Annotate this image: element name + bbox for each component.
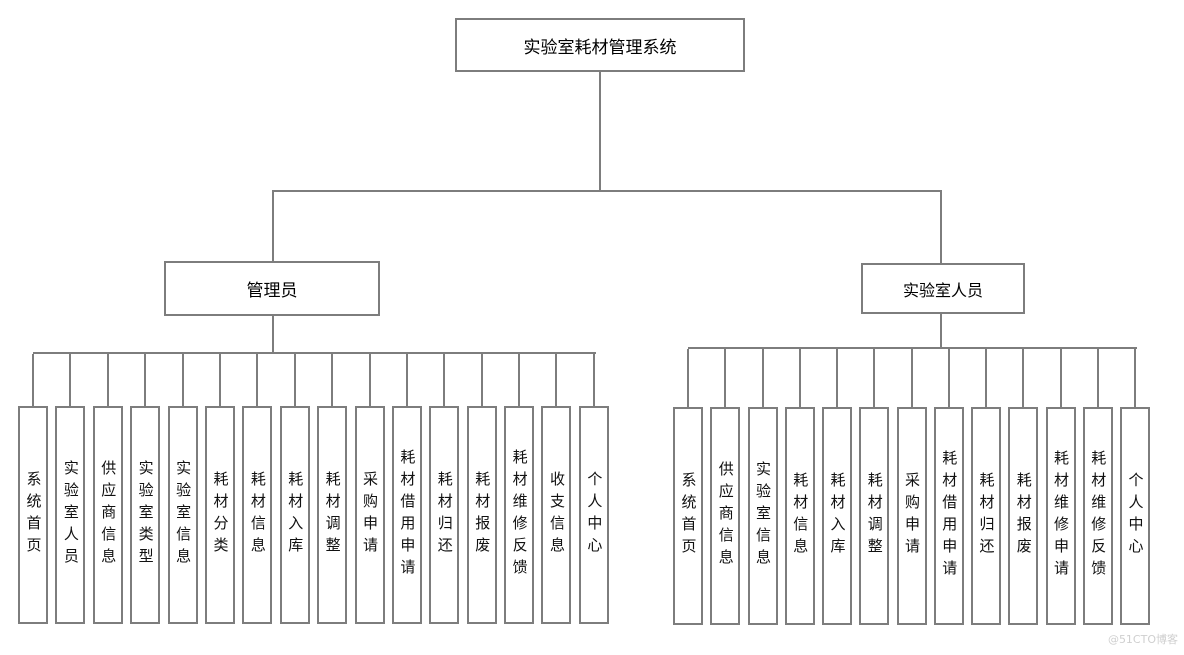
node-admin: 管理员 <box>164 261 380 316</box>
node-staff-consumable-info: 耗材信息 <box>784 349 815 625</box>
connector-admin-drop <box>272 190 274 261</box>
node-staff-personal-center: 个人中心 <box>1120 349 1150 625</box>
connector-staff-drop <box>940 190 942 263</box>
node-admin-consumable-borrow-request: 耗材借用申请 <box>391 354 422 624</box>
connector-staff-trunk <box>940 314 942 349</box>
node-admin-lab-info: 实验室信息 <box>167 354 198 624</box>
node-staff-consumable-scrap: 耗材报废 <box>1008 349 1039 625</box>
node-staff-consumable-borrow-request: 耗材借用申请 <box>933 349 964 625</box>
node-admin-consumable-scrap: 耗材报废 <box>466 354 497 624</box>
connector-admin-bus <box>33 352 596 354</box>
node-root: 实验室耗材管理系统 <box>455 18 745 72</box>
node-lab-staff: 实验室人员 <box>861 263 1025 314</box>
node-root-label: 实验室耗材管理系统 <box>523 37 677 58</box>
node-admin-repair-feedback: 耗材维修反馈 <box>504 354 535 624</box>
node-admin-lab-staff: 实验室人员 <box>55 354 86 624</box>
node-staff-lab-info: 实验室信息 <box>747 349 778 625</box>
node-staff-repair-request: 耗材维修申请 <box>1045 349 1076 625</box>
node-staff-consumable-adjust: 耗材调整 <box>859 349 890 625</box>
watermark: @51CTO博客 <box>1107 633 1178 646</box>
node-admin-label: 管理员 <box>246 281 298 301</box>
node-staff-purchase-request: 采购申请 <box>896 349 927 625</box>
node-staff-consumable-inbound: 耗材入库 <box>822 349 852 625</box>
node-admin-purchase-request: 采购申请 <box>354 354 385 624</box>
node-admin-consumable-return: 耗材归还 <box>429 354 460 624</box>
node-admin-supplier-info: 供应商信息 <box>92 354 123 624</box>
node-admin-income-expense-info: 收支信息 <box>541 354 572 624</box>
node-admin-consumable-adjust: 耗材调整 <box>317 354 348 624</box>
node-admin-consumable-category: 耗材分类 <box>204 354 235 624</box>
node-staff-supplier-info: 供应商信息 <box>710 349 741 625</box>
admin-children-row: 系统首页 实验室人员 供应商信息 实验室类型 实验室信息 耗材分类 耗材信息 耗… <box>18 354 609 624</box>
staff-children-row: 系统首页 供应商信息 实验室信息 耗材信息 耗材入库 耗材调整 采购申请 耗材借… <box>673 349 1150 625</box>
node-admin-consumable-inbound: 耗材入库 <box>279 354 310 624</box>
node-staff-system-home: 系统首页 <box>673 349 703 625</box>
node-lab-staff-label: 实验室人员 <box>902 280 983 300</box>
node-staff-consumable-return: 耗材归还 <box>971 349 1001 625</box>
connector-admin-trunk <box>272 316 274 354</box>
connector-branch-split <box>272 190 942 192</box>
node-admin-personal-center: 个人中心 <box>578 354 609 624</box>
node-admin-lab-type: 实验室类型 <box>130 354 161 624</box>
connector-staff-bus <box>688 347 1137 349</box>
node-admin-system-home: 系统首页 <box>18 354 48 624</box>
node-admin-consumable-info: 耗材信息 <box>242 354 273 624</box>
connector-root-trunk <box>599 72 601 192</box>
node-staff-repair-feedback: 耗材维修反馈 <box>1082 349 1113 625</box>
